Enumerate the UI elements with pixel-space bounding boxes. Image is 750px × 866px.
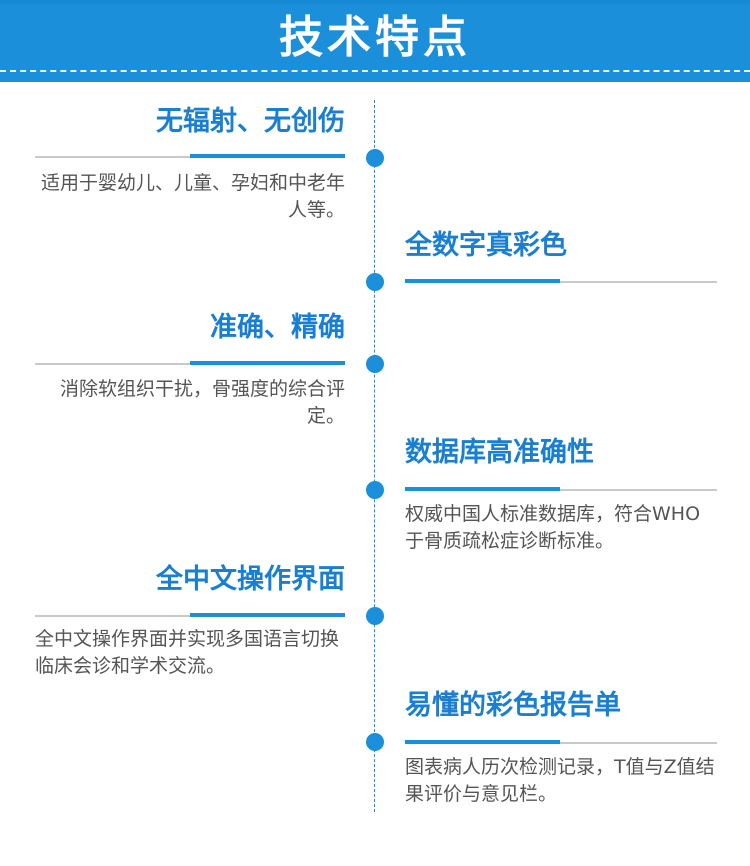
feature-description: 全中文操作界面并实现多国语言切换临床会诊和学术交流。 <box>35 628 340 677</box>
timeline-dot <box>366 149 384 167</box>
feature-title: 准确、精确 <box>210 312 345 343</box>
timeline-dot <box>366 273 384 291</box>
feature-title: 无辐射、无创伤 <box>156 106 345 137</box>
header-stitch-line <box>0 70 750 72</box>
feature-accurate-precise: 准确、精确 消除软组织干扰，骨强度的综合评定。 <box>35 310 345 427</box>
feature-divider <box>35 154 345 158</box>
feature-description: 图表病人历次检测记录，T值与Z值结果评价与意见栏。 <box>405 756 715 805</box>
feature-title: 数据库高准确性 <box>405 437 594 468</box>
feature-divider <box>35 361 345 365</box>
feature-description: 消除软组织干扰，骨强度的综合评定。 <box>59 378 345 427</box>
feature-divider <box>405 740 717 744</box>
feature-chinese-interface: 全中文操作界面 全中文操作界面并实现多国语言切换临床会诊和学术交流。 <box>35 562 345 677</box>
timeline-dot <box>366 607 384 625</box>
header-banner: 技术特点 <box>0 0 750 82</box>
feature-title: 全中文操作界面 <box>156 564 345 595</box>
feature-title: 全数字真彩色 <box>405 230 567 261</box>
feature-color-report: 易懂的彩色报告单 图表病人历次检测记录，T值与Z值结果评价与意见栏。 <box>405 688 717 805</box>
timeline-dot <box>366 733 384 751</box>
feature-full-digital-color: 全数字真彩色 <box>405 228 717 283</box>
feature-title: 易懂的彩色报告单 <box>405 690 621 721</box>
feature-divider <box>35 613 345 617</box>
feature-database-accuracy: 数据库高准确性 权威中国人标准数据库，符合WHO于骨质疏松症诊断标准。 <box>405 435 717 552</box>
feature-divider <box>405 487 717 491</box>
page-title: 技术特点 <box>279 12 471 63</box>
feature-description: 权威中国人标准数据库，符合WHO于骨质疏松症诊断标准。 <box>405 503 701 552</box>
feature-divider <box>405 279 717 283</box>
timeline-dot <box>366 355 384 373</box>
timeline-dot <box>366 481 384 499</box>
feature-no-radiation: 无辐射、无创伤 适用于婴幼儿、儿童、孕妇和中老年人等。 <box>35 104 345 221</box>
timeline-line <box>374 100 375 812</box>
feature-description: 适用于婴幼儿、儿童、孕妇和中老年人等。 <box>40 172 345 221</box>
